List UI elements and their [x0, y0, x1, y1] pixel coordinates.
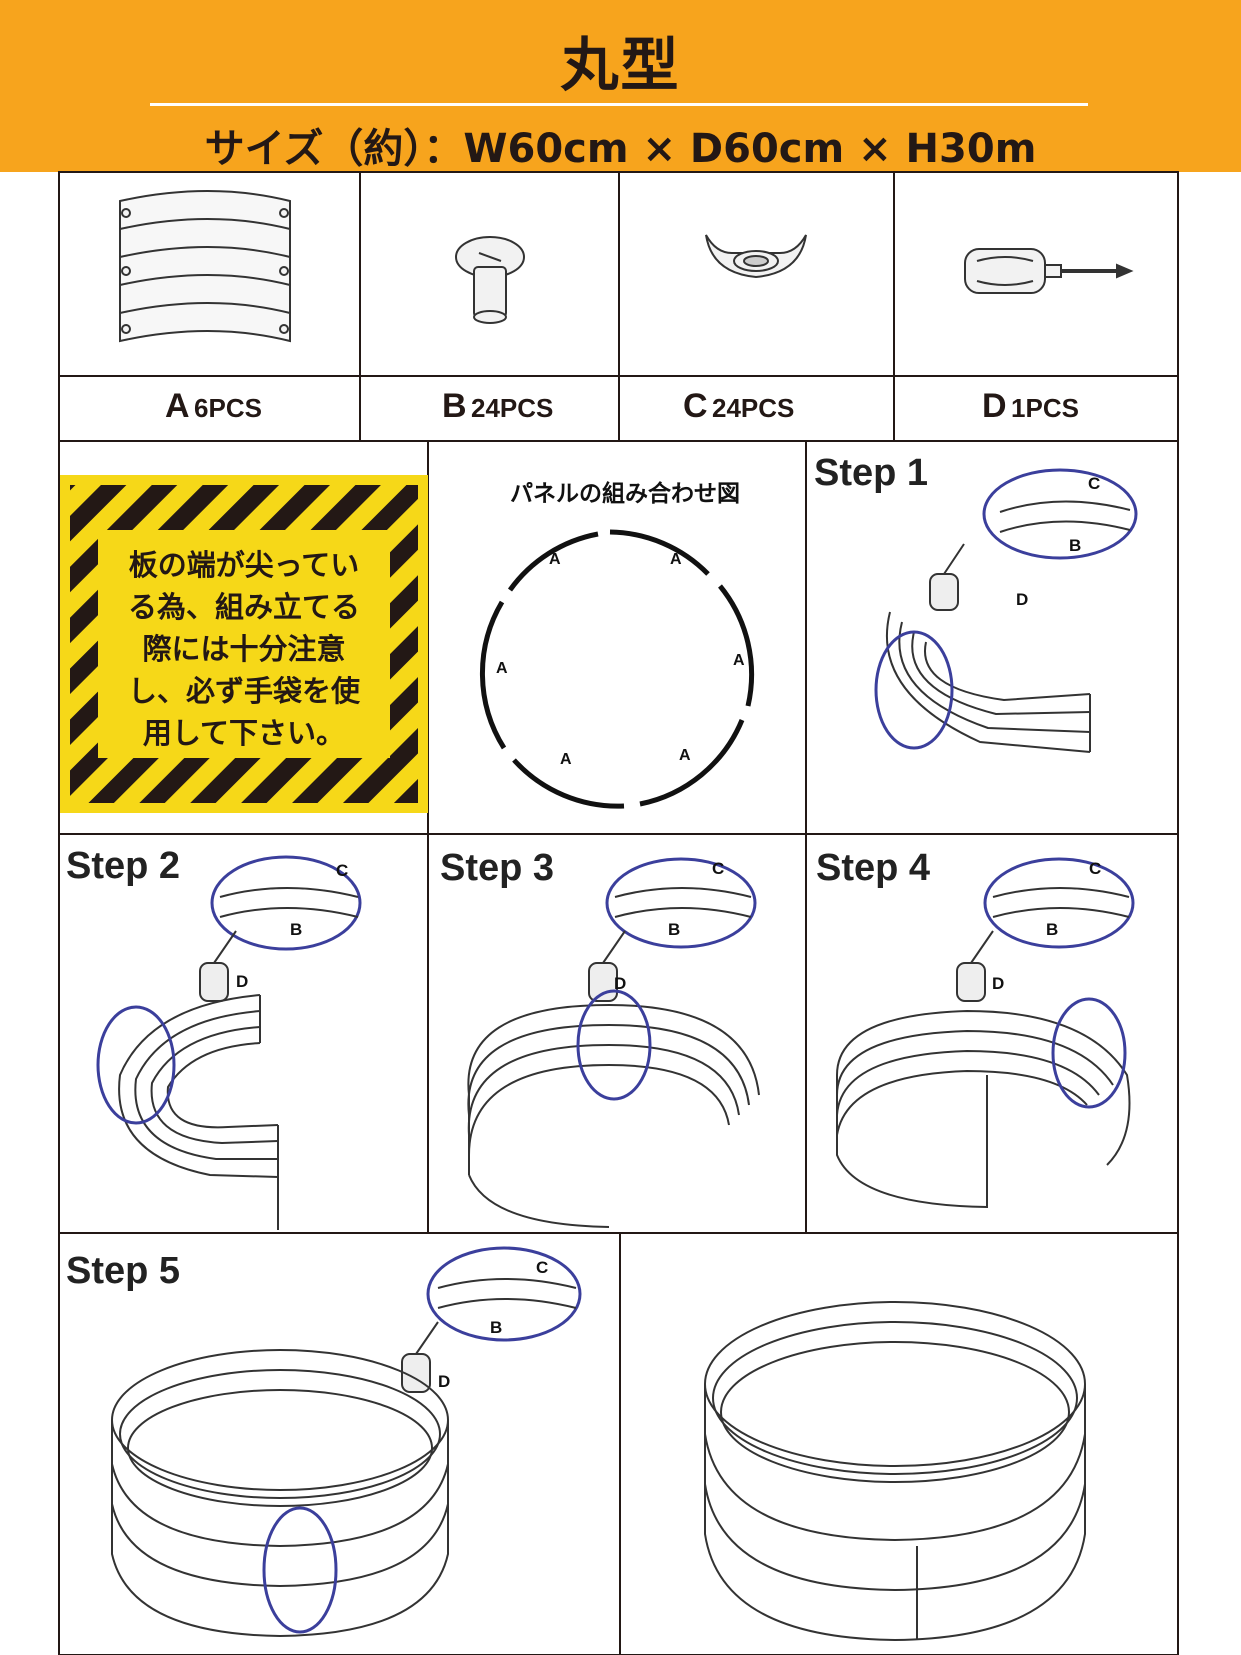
step-5-illustration [60, 1234, 619, 1654]
warning-line: 際には十分注意 [98, 628, 390, 670]
callout-b: B [668, 920, 680, 940]
diagram-label-a: A [670, 551, 682, 569]
callout-d: D [1016, 590, 1028, 610]
diagram-label-a: A [560, 751, 572, 769]
warning-text: 板の端が尖ってい る為、組み立てる 際には十分注意 し、必ず手袋を使 用して下さ… [98, 544, 390, 754]
part-letter: B [442, 387, 467, 425]
part-count: 1PCS [1011, 393, 1079, 423]
part-label-d: D 1PCS [982, 387, 1079, 426]
part-count: 6PCS [194, 393, 262, 423]
callout-c: C [536, 1258, 548, 1278]
size-spec: サイズ（約）：W60cm × D60cm × H30m [0, 116, 1241, 174]
page-title: 丸型 [0, 18, 1241, 102]
part-d-cell [895, 173, 1177, 375]
finished-ring-illustration [621, 1234, 1177, 1654]
header-banner: 丸型 サイズ（約）：W60cm × D60cm × H30m [0, 0, 1241, 172]
warning-sign: 板の端が尖ってい る為、組み立てる 際には十分注意 し、必ず手袋を使 用して下さ… [60, 475, 428, 813]
step-1-illustration [860, 462, 1176, 832]
callout-d: D [992, 974, 1004, 994]
warning-line: 板の端が尖ってい [98, 544, 390, 586]
header-divider [150, 103, 1088, 106]
warning-line: 用して下さい。 [98, 712, 390, 754]
diagram-label-a: A [733, 652, 745, 670]
bolt-icon [361, 173, 618, 375]
warning-line: し、必ず手袋を使 [98, 670, 390, 712]
callout-d: D [614, 974, 626, 994]
step-2-illustration [60, 835, 427, 1232]
part-label-b: B 24PCS [442, 387, 553, 426]
part-a-cell [60, 173, 359, 375]
diagram-label-a: A [549, 551, 561, 569]
part-letter: C [683, 387, 708, 425]
part-label-a: A 6PCS [165, 387, 262, 426]
screwdriver-icon [895, 173, 1177, 375]
callout-b: B [1069, 536, 1081, 556]
diagram-label-a: A [679, 747, 691, 765]
curved-panel-icon [60, 173, 359, 375]
warning-panel: 板の端が尖ってい る為、組み立てる 際には十分注意 し、必ず手袋を使 用して下さ… [98, 530, 390, 758]
part-b-cell [361, 173, 618, 375]
part-letter: A [165, 387, 190, 425]
part-label-c: C 24PCS [683, 387, 794, 426]
callout-b: B [490, 1318, 502, 1338]
callout-c: C [1089, 859, 1101, 879]
step-3-illustration [429, 835, 805, 1232]
part-count: 24PCS [471, 393, 553, 423]
warning-line: る為、組み立てる [98, 586, 390, 628]
panel-layout-diagram [430, 510, 804, 830]
callout-b: B [1046, 920, 1058, 940]
part-letter: D [982, 387, 1007, 425]
step-4-illustration [807, 835, 1177, 1232]
callout-d: D [438, 1372, 450, 1392]
callout-c: C [1088, 474, 1100, 494]
callout-b: B [290, 920, 302, 940]
wing-nut-icon [620, 173, 893, 375]
diagram-label-a: A [496, 660, 508, 678]
part-c-cell [620, 173, 893, 375]
callout-c: C [712, 859, 724, 879]
diagram-title: パネルの組み合わせ図 [430, 474, 820, 508]
part-count: 24PCS [712, 393, 794, 423]
callout-c: C [336, 861, 348, 881]
callout-d: D [236, 972, 248, 992]
